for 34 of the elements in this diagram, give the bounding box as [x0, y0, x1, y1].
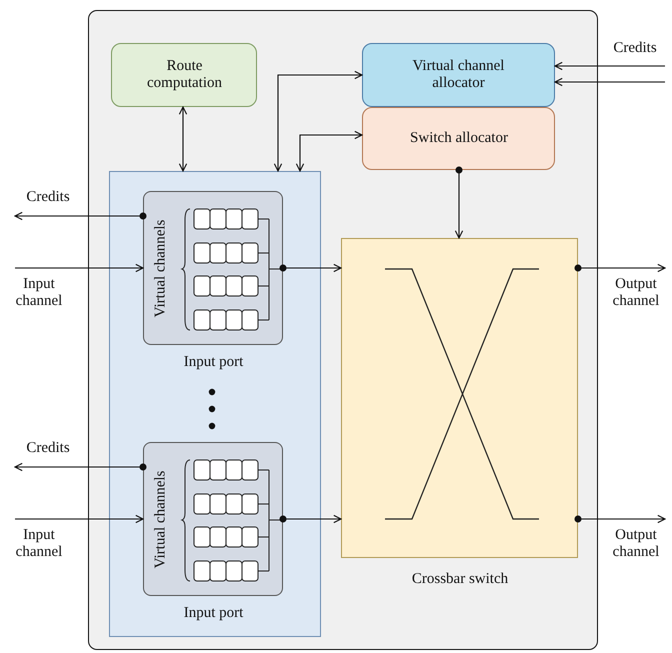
arrow [296, 130, 363, 172]
edge-label: Output channel [612, 276, 660, 310]
node-label: Route computation [146, 58, 223, 92]
arrow [574, 514, 666, 524]
vertical-label: Virtual channels [152, 218, 169, 320]
input-unit-panel [108, 170, 320, 636]
edge-label: Credits [25, 189, 71, 206]
edge-label: Input channel [14, 276, 64, 310]
process-box [362, 42, 554, 106]
process-box [362, 106, 554, 170]
arrow [15, 514, 144, 524]
arrow [280, 264, 342, 272]
edge-label: Credits [612, 40, 658, 57]
node-label: Input port [182, 604, 244, 622]
node-label: Switch allocator [409, 130, 509, 146]
node-label: Input port [182, 354, 244, 370]
router-box [88, 10, 598, 650]
arrow [274, 70, 363, 172]
arrow [14, 212, 146, 220]
arrow [554, 62, 665, 70]
arrow [14, 462, 146, 472]
edge-label: Credits [25, 440, 71, 457]
arrow [454, 166, 464, 239]
node-label: Crossbar switch [410, 570, 510, 588]
vertical-label: Virtual channels [152, 469, 169, 570]
arrow [574, 264, 666, 272]
edge-label: Input channel [14, 527, 64, 561]
node-label: Virtual channel allocator [412, 58, 506, 92]
arrow [15, 264, 144, 272]
arrow [178, 106, 188, 172]
process-box [110, 42, 256, 106]
arrow [554, 78, 665, 86]
edge-label: Output channel [612, 527, 660, 561]
arrow [280, 514, 342, 524]
